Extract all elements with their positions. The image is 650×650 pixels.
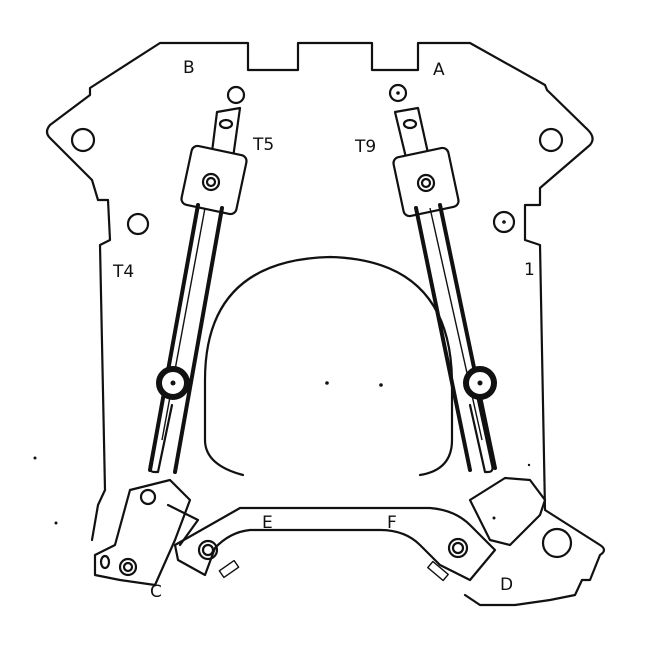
hole-right-upper: [538, 127, 564, 153]
hole-b: [226, 85, 246, 105]
labels: B A T5 T9 T4 1 E F C D: [112, 58, 535, 602]
label-d: D: [500, 575, 513, 595]
hole-a: [388, 83, 408, 103]
base-plate: [45, 41, 606, 607]
right-link-arm: [392, 106, 547, 547]
label-c: C: [150, 582, 162, 602]
label-t5: T5: [252, 135, 274, 155]
label-a: A: [433, 60, 445, 80]
label-f: F: [387, 513, 397, 533]
central-cutout: [203, 255, 454, 477]
hole-left-mid: [126, 212, 150, 236]
label-1: 1: [524, 260, 535, 280]
hole-left-upper: [70, 127, 96, 153]
hole-right-mid: [492, 210, 516, 234]
label-b: B: [183, 58, 195, 78]
label-e: E: [262, 513, 273, 533]
hole-d: [541, 527, 573, 559]
bridge-plate: [173, 506, 497, 582]
label-t9: T9: [354, 137, 376, 157]
left-link-arm: [93, 106, 248, 587]
mounting-holes: [70, 83, 573, 559]
label-t4: T4: [112, 262, 134, 282]
